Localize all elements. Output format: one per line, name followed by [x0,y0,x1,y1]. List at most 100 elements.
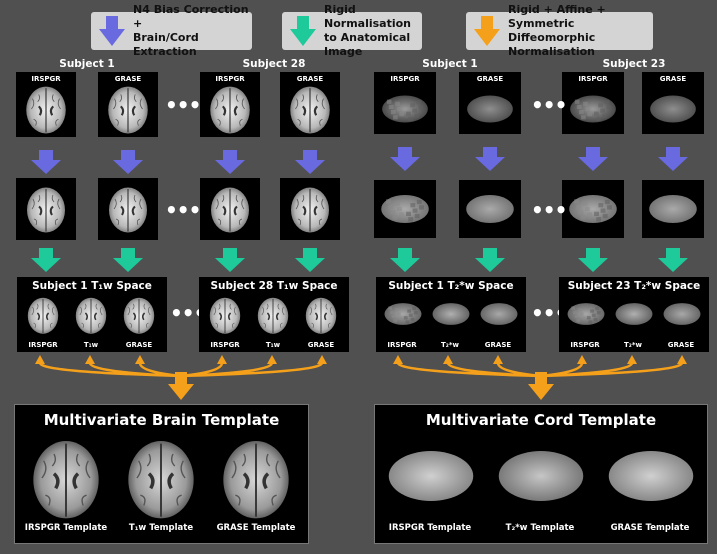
brain-raw-slice [26,86,66,134]
template-slice [608,451,694,501]
cord-subject-first-label: Subject 1 [422,58,478,70]
legend-diffeomorphic-normalisation: Rigid + Affine + Symmetric Diffeomorphic… [466,3,653,58]
template-slice [388,451,474,501]
tile-label: GRASE [114,75,142,83]
cord-raw-tile: GRASE [642,72,704,134]
brain-raw-tile: GRASE [280,72,340,137]
brain-subject1-space-box: Subject 1 T₁w Space IRSPGR T₁w GRASE [17,277,167,352]
curve-arrowhead [577,355,587,364]
merge-curve [396,362,684,378]
template-label: T₂*w Template [505,523,575,533]
brain-extracted-tile [98,178,158,240]
curve-arrowhead [393,355,403,364]
curve-arrowhead [317,355,327,364]
cord-raw-tile: IRSPGR [562,72,624,134]
cord-extracted-tile [642,180,704,238]
space-label: IRSPGR [387,341,417,349]
cord-extracted-tile [459,180,521,238]
tile-label: IRSPGR [215,75,245,83]
brain-raw-slice [108,86,148,134]
curve-arrowhead [35,355,45,364]
brain-extracted-tile [280,178,340,240]
curve-arrowhead [627,355,637,364]
space-slice [75,297,107,334]
template-label: IRSPGR Template [388,523,472,533]
brain-extracted-tile [16,178,76,240]
tile-label: GRASE [476,75,504,83]
template-label: IRSPGR Template [24,523,108,533]
cord-raw-tile: IRSPGR [374,72,436,134]
cord-subject23-space-box: Subject 23 T₂*w Space IRSPGR T₂*w GRASE [559,277,709,352]
template-slice [33,441,99,519]
rigid-normalisation-arrow [475,248,505,272]
brain-raw-tile: GRASE [98,72,158,137]
cord-extracted-tile [374,180,436,238]
rigid-normalisation-arrow [578,248,608,272]
space-slice [257,297,289,334]
template-slice [223,441,289,519]
space-label: T₁w [265,341,281,349]
template-title: Multivariate Brain Template [43,411,280,429]
curve-arrowhead [443,355,453,364]
cord-raw-slice [570,95,616,123]
bias-correction-arrow [215,150,245,174]
space-label: GRASE [307,341,335,349]
space-label: IRSPGR [570,341,600,349]
tile-label: GRASE [296,75,324,83]
brain-raw-slice [290,86,330,134]
space-label: GRASE [484,341,512,349]
down-arrow-icon [474,16,500,46]
brain-raw-slice [210,86,250,134]
space-label: IRSPGR [210,341,240,349]
brain-raw-tile: IRSPGR [200,72,260,137]
cord-raw-tile: GRASE [459,72,521,134]
curve-arrowhead [267,355,277,364]
space-slice [663,303,701,325]
brain-extracted-slice [211,187,249,233]
rigid-normalisation-arrow [215,248,245,272]
space-slice [209,297,241,334]
space-label: T₂*w [624,341,642,349]
diffeomorphic-normalisation-arrow [168,372,194,400]
space-slice [123,297,155,334]
bias-correction-arrow [475,147,505,171]
curve-arrowhead [135,355,145,364]
rigid-normalisation-arrow [295,248,325,272]
template-label: GRASE Template [610,523,690,533]
cord-subject-last-label: Subject 23 [602,58,666,70]
space-title: Subject 23 T₂*w Space [567,280,701,292]
curve-arrowhead [85,355,95,364]
brain-raw-tile: IRSPGR [16,72,76,137]
legend-bias-correction: N4 Bias Correction + Brain/Cord Extracti… [91,3,252,58]
brain-subject-first-label: Subject 1 [59,58,115,70]
space-slice [384,303,422,325]
space-label: GRASE [125,341,153,349]
legend-rigid-normalisation: Rigid Normalisation to Anatomical Image [282,3,422,58]
rigid-normalisation-arrow [658,248,688,272]
tile-label: IRSPGR [31,75,61,83]
brain-subject-last-label: Subject 28 [242,58,306,70]
tile-label: IRSPGR [578,75,608,83]
cord-extracted-slice [649,194,697,224]
space-title: Subject 1 T₂*w Space [388,280,514,292]
curve-arrowhead [493,355,503,364]
template-label: T₁w Template [128,523,194,533]
space-slice [480,303,518,325]
cord-extracted-slice [569,194,617,224]
bias-correction-arrow [295,150,325,174]
space-title: Subject 1 T₁w Space [32,280,152,292]
rigid-normalisation-arrow [390,248,420,272]
brain-extracted-slice [291,187,329,233]
brain-extracted-slice [109,187,147,233]
cord-extracted-tile [562,180,624,238]
brain-subject28-space-box: Subject 28 T₁w Space IRSPGR T₁w GRASE [199,277,349,352]
space-slice [432,303,470,325]
legend-text: Rigid + Affine + Symmetric Diffeomorphic… [508,3,606,58]
template-slice [128,441,194,519]
space-slice [305,297,337,334]
space-slice [615,303,653,325]
space-slice [27,297,59,334]
bias-correction-arrow [578,147,608,171]
space-label: GRASE [667,341,695,349]
cord-raw-slice [467,95,513,123]
